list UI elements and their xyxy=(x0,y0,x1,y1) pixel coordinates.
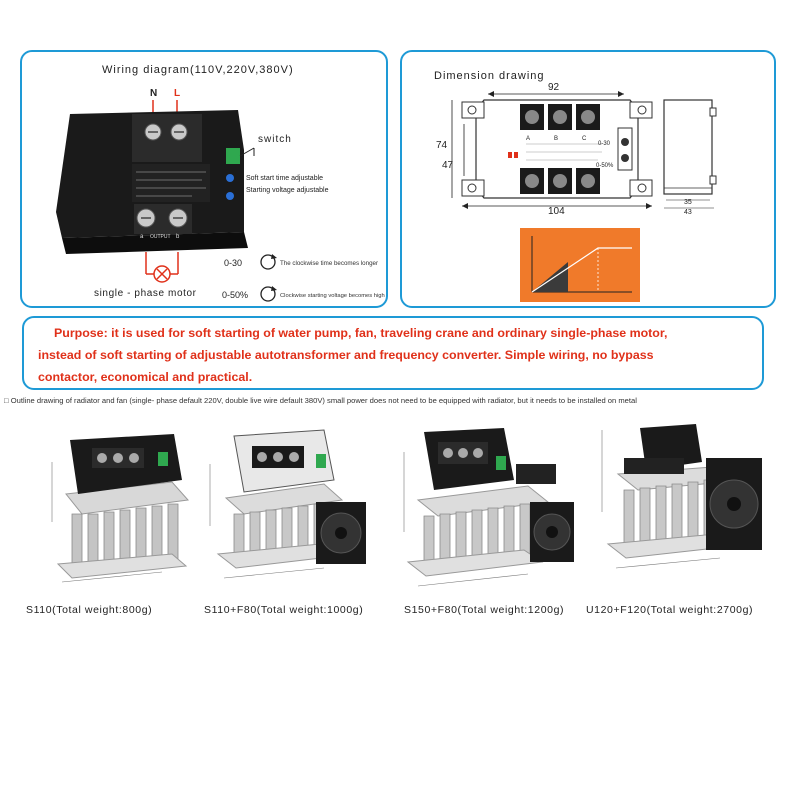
fan-icon xyxy=(530,502,574,562)
product-label-u120-f120: U120+F120(Total weight:2700g) xyxy=(586,604,754,616)
relay-side-view xyxy=(663,99,717,195)
purpose-line-2: instead of soft starting of adjustable a… xyxy=(38,348,654,362)
height-outer-value: 74 xyxy=(436,140,448,151)
l-label: L xyxy=(174,88,180,99)
checkbox-square-icon: □ xyxy=(4,396,9,405)
outline-note-text: Outline drawing of radiator and fan (sin… xyxy=(10,396,637,405)
product-image-u120-f120 xyxy=(596,422,786,602)
terminal-label-c: C xyxy=(582,136,587,142)
wiring-illustration: N L xyxy=(56,88,385,302)
relay-module: a OUTPUT b xyxy=(56,110,248,254)
output-label: OUTPUT xyxy=(150,234,171,240)
fan-icon xyxy=(316,502,366,564)
purpose-line-3: contactor, economical and practical. xyxy=(38,370,253,384)
clockwise-arrow-icon xyxy=(260,254,277,270)
knob2-desc: Clockwise starting voltage becomes high xyxy=(280,293,385,299)
dimension-illustration: 92 xyxy=(436,82,717,302)
outline-note: □ Outline drawing of radiator and fan (s… xyxy=(4,396,800,405)
dim-knob2-range: 0-50% xyxy=(596,163,614,169)
product-label-s110: S110(Total weight:800g) xyxy=(26,604,153,616)
width-top-value: 92 xyxy=(548,82,560,93)
purpose-line-1: Purpose: it is used for soft starting of… xyxy=(54,326,668,340)
terminal-label-a: A xyxy=(526,136,530,142)
terminal-b-label: b xyxy=(176,234,180,240)
relay-outline-drawing xyxy=(461,99,653,199)
product-image-s150-f80 xyxy=(398,422,578,602)
fan-icon xyxy=(706,458,762,550)
knob2-range: 0-50% xyxy=(222,290,248,300)
width-bottom-value: 104 xyxy=(548,206,565,217)
product-label-s150-f80: S150+F80(Total weight:1200g) xyxy=(404,604,565,616)
terminal-a-label: a xyxy=(140,234,144,240)
terminal-label-b: B xyxy=(554,136,558,142)
dim-knob1-range: 0-30 xyxy=(598,141,611,147)
soft-start-label: Soft start time adjustable xyxy=(246,175,323,182)
product-label-s110-f80: S110+F80(Total weight:1000g) xyxy=(204,604,364,616)
purpose-panel: Purpose: it is used for soft starting of… xyxy=(22,316,764,390)
knob1-range: 0-30 xyxy=(224,258,242,268)
soft-start-curve-figure xyxy=(520,228,640,302)
wiring-diagram-panel: Wiring diagram(110V,220V,380V) N L xyxy=(20,50,388,308)
n-label: N xyxy=(150,88,157,99)
wiring-title: Wiring diagram(110V,220V,380V) xyxy=(102,64,294,76)
dimension-title: Dimension drawing xyxy=(434,70,545,82)
height-inner-value: 47 xyxy=(442,160,454,171)
switch-terminal xyxy=(226,148,240,164)
depth-inner-value: 35 xyxy=(684,199,692,206)
switch-label: switch xyxy=(258,134,292,145)
clockwise-arrow-icon-2 xyxy=(260,286,277,302)
motor-label: single - phase motor xyxy=(94,288,197,299)
motor-icon xyxy=(153,265,171,283)
dimension-drawing-panel: Dimension drawing 92 xyxy=(400,50,776,308)
product-image-s110-f80 xyxy=(204,422,374,602)
start-voltage-label: Starting voltage adjustable xyxy=(246,187,329,194)
knob1-desc: The clockwise time becomes longer xyxy=(280,260,378,267)
product-image-s110 xyxy=(22,422,192,602)
depth-outer-value: 43 xyxy=(684,209,692,216)
